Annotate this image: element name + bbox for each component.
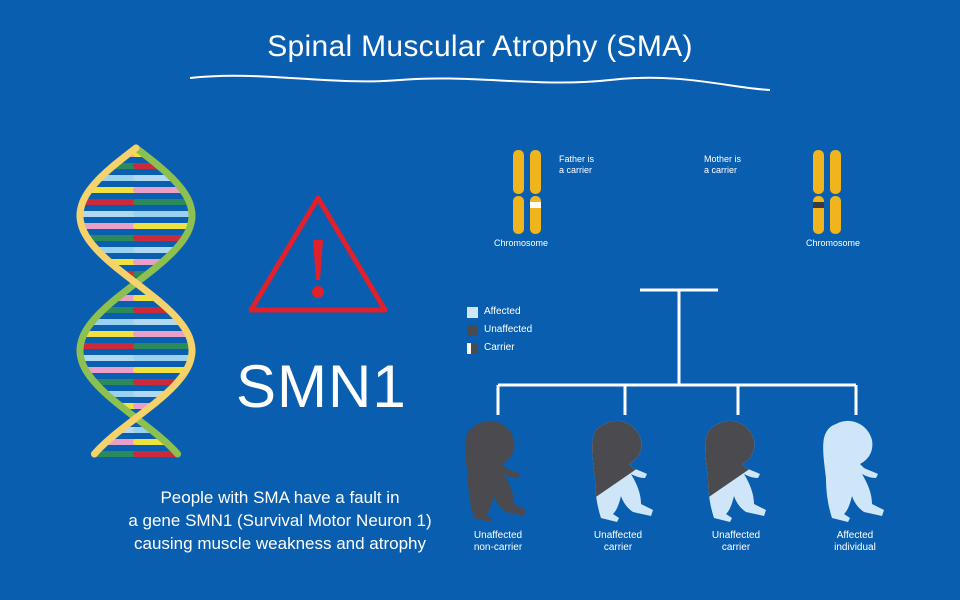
- offspring-fetus-icon: [823, 420, 884, 522]
- pedigree-lines: [496, 288, 858, 415]
- legend-swatch-unaffected: [467, 325, 478, 336]
- mother-chromosome-icon: [813, 150, 841, 234]
- offspring-label: Unaffected carrier: [711, 530, 761, 553]
- offspring-label: Affected individual: [834, 530, 876, 553]
- offspring-fetus-icon: [705, 420, 766, 522]
- offspring-label: Unaffected carrier: [593, 530, 643, 553]
- legend-swatch-carrier: [467, 343, 478, 354]
- warning-triangle-icon: [248, 195, 388, 313]
- legend-swatch-affected: [467, 307, 478, 318]
- description: People with SMA have a fault in a gene S…: [80, 486, 480, 555]
- mother-label: Mother is a carrier: [704, 154, 742, 175]
- dna-helix-icon: [76, 144, 196, 458]
- father-chromosome-label: Chromosome: [494, 238, 549, 248]
- mother-chromosome-label: Chromosome: [806, 238, 861, 248]
- legend: [467, 307, 478, 354]
- description-line: a gene SMN1 (Survival Motor Neuron 1): [128, 511, 432, 530]
- offspring-label: Unaffected non-carrier: [473, 530, 523, 553]
- title-underline: [189, 74, 771, 91]
- father-chromosome-icon: [513, 150, 541, 234]
- legend-label-unaffected: Unaffected: [484, 324, 533, 335]
- offspring-fetus-icon: [592, 420, 653, 522]
- gene-name: SMN1: [236, 353, 407, 420]
- offspring-figures: [465, 420, 884, 522]
- legend-label-carrier: Carrier: [484, 342, 515, 353]
- page-title: Spinal Muscular Atrophy (SMA): [267, 30, 693, 63]
- description-line: People with SMA have a fault in: [160, 488, 400, 507]
- description-line: causing muscle weakness and atrophy: [134, 534, 426, 553]
- legend-label-affected: Affected: [484, 306, 521, 317]
- father-label: Father is a carrier: [559, 154, 595, 175]
